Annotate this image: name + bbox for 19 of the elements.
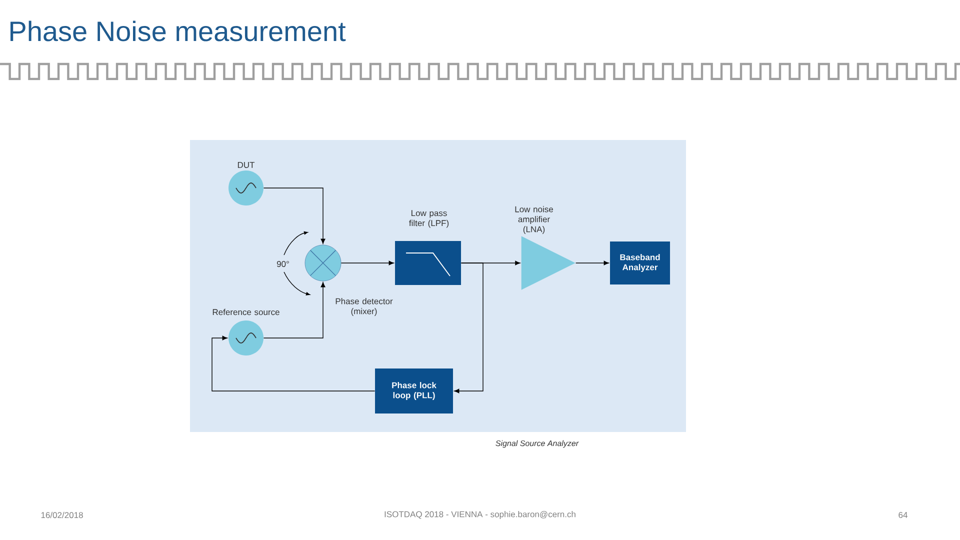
node-label: Reference source [212,308,280,316]
process-box: Baseband Analyzer [610,241,670,284]
page-number: 64 [898,512,908,518]
caption: Signal Source Analyzer [496,440,579,448]
arrow [575,260,609,266]
title: Phase Noise measurement [10,20,346,42]
node-label: Phase detector (mixer) [336,298,393,316]
arrow [340,260,394,266]
arrow [263,188,326,244]
footer-text: ISOTDAQ 2018 - VIENNA - sophie.baron@cern.ch [384,511,576,519]
process-box: Phase lock loop (PLL) [375,368,453,414]
angle-label: 90° [276,260,289,267]
node-label: Low pass filter (LPF) [409,210,449,228]
arrow [454,262,484,394]
arrow [212,336,376,392]
footer-date: 16/02/2018 [41,512,83,518]
node-label: DUT [238,162,255,168]
node-label: Low noise amplifier (LNA) [515,206,553,234]
arrow [263,282,326,338]
